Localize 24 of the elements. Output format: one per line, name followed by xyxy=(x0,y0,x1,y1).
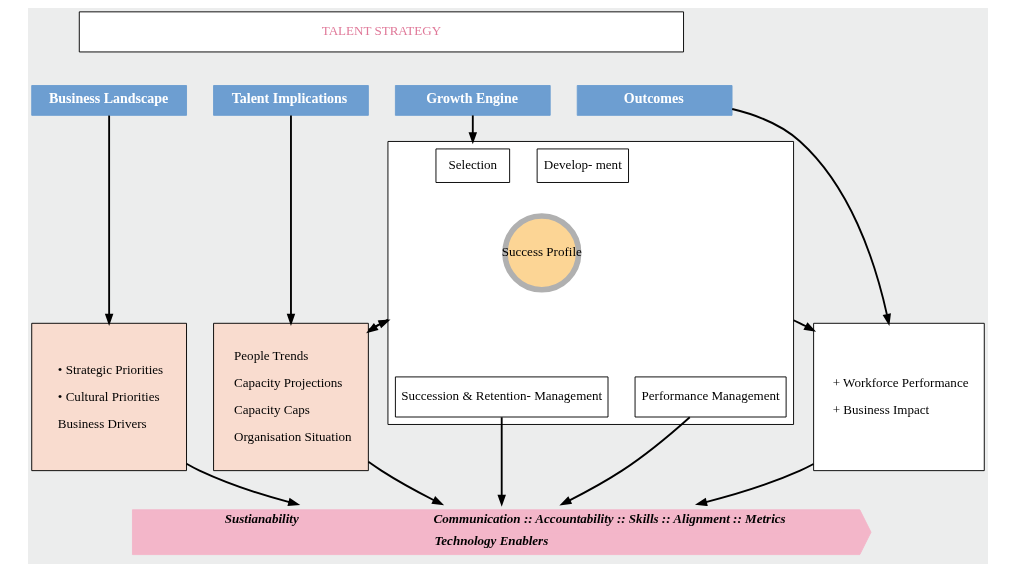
arrow xyxy=(286,114,295,326)
arrow xyxy=(496,416,506,507)
node-box: Performance Management xyxy=(634,376,787,418)
arrow xyxy=(366,460,444,506)
node-box: Talent Implications xyxy=(212,85,369,116)
arrow xyxy=(730,108,891,326)
node-box: Business Landscape xyxy=(30,85,187,116)
node-box: People Trends Capacity Projections Capacity Caps Organisation Situation xyxy=(212,322,369,472)
arrow xyxy=(694,463,814,507)
arrow xyxy=(558,416,691,506)
arrow xyxy=(185,462,300,506)
arrow xyxy=(468,114,477,145)
arrow xyxy=(792,319,816,332)
node-box: Develop- ment xyxy=(536,148,629,183)
node-box: + Workforce Performance + Business Impact xyxy=(812,322,985,472)
node-box: • Strategic Priorities • Cultural Priorities Business Drivers xyxy=(30,322,187,472)
node-box: TALENT STRATEGY xyxy=(78,11,684,53)
arrow xyxy=(104,114,113,326)
node-circle: Success Profile xyxy=(501,213,581,293)
node-box: Selection xyxy=(435,148,510,183)
node-box: Growth Engine xyxy=(394,85,551,116)
node-box: Outcomes xyxy=(576,85,732,116)
cluster xyxy=(386,141,794,425)
node-box: Succession & Retention- Management xyxy=(394,376,608,418)
